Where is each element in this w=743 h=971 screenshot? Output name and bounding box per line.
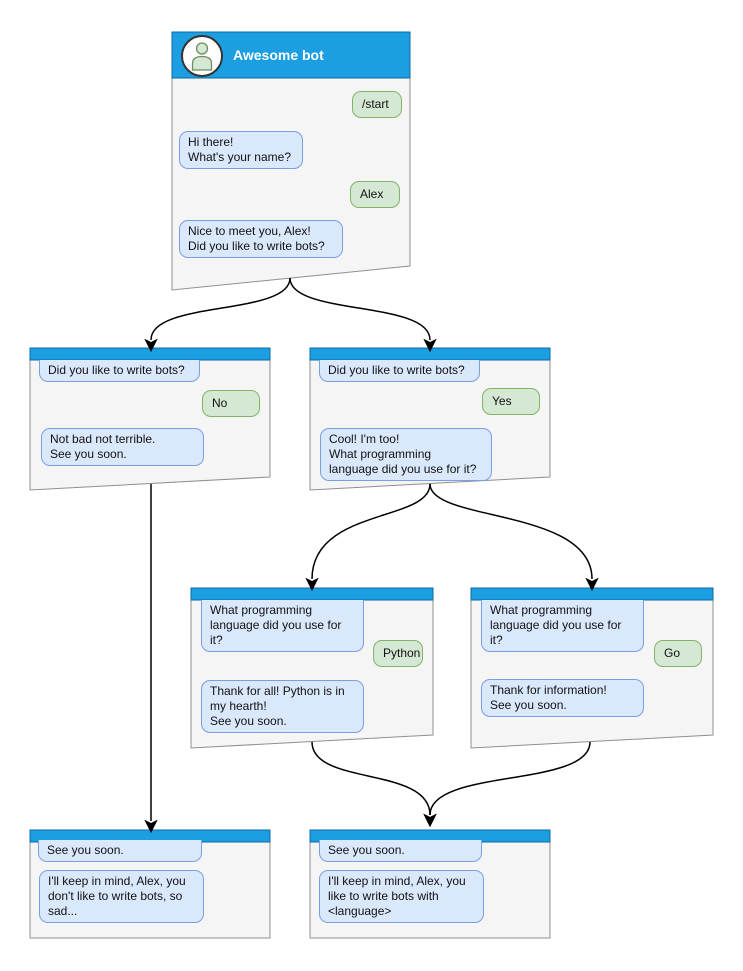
bot-bubble-see-you-soon-yes: See you soon. [319,840,482,862]
chat-window-no-header [29,347,271,361]
bot-bubble-question-yes-branch: Did you like to write bots? [319,360,480,382]
root-window-title: Awesome bot [233,47,324,63]
bot-bubble-language-question-go: What programming language did you use fo… [481,600,644,652]
bot-avatar-icon [181,35,223,77]
bot-bubble-nice-to-meet: Nice to meet you, Alex! Did you like to … [179,220,343,258]
user-bubble-python: Python [373,640,423,667]
user-bubble-no: No [202,390,260,417]
bot-bubble-keep-in-mind-yes: I'll keep in mind, Alex, you like to wri… [319,870,484,923]
arrow-yes-to-python [305,483,431,592]
bot-bubble-keep-in-mind-no: I'll keep in mind, Alex, you don't like … [39,870,204,923]
chat-window-yes-header [309,347,551,361]
user-bubble-name: Alex [350,181,400,208]
arrow-yes-to-go [429,483,599,592]
bot-bubble-python-reply: Thank for all! Python is in my hearth! S… [201,680,364,733]
bot-bubble-language-question-python: What programming language did you use fo… [201,600,364,652]
arrow-go-to-end-yes [423,741,591,828]
bot-bubble-see-you-soon-no: See you soon. [38,840,202,862]
chat-window-python-header [190,587,434,601]
chat-window-go-header [470,587,714,601]
bot-bubble-go-reply: Thank for information! See you soon. [481,679,644,717]
arrow-root-to-no [144,277,291,353]
bot-bubble-question-no-branch: Did you like to write bots? [39,360,200,382]
bot-bubble-greeting: Hi there! What's your name? [179,131,303,169]
user-bubble-yes: Yes [482,388,540,415]
arrow-root-to-yes [289,277,437,353]
user-bubble-start: /start [352,91,402,118]
bot-bubble-not-bad: Not bad not terrible. See you soon. [41,428,204,466]
user-bubble-go: Go [654,640,702,667]
arrow-python-to-end-yes [311,741,437,828]
bot-bubble-cool-im-too: Cool! I'm too! What programming language… [320,428,492,481]
